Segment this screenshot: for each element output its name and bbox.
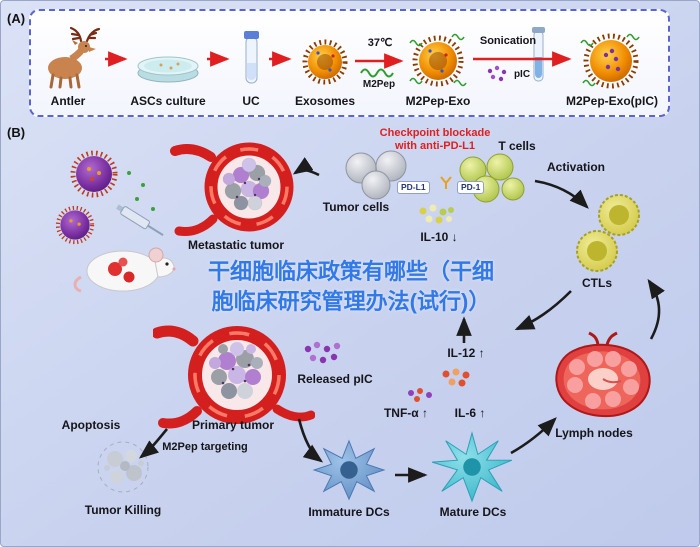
il12-label: IL-12 ↑ (447, 346, 485, 360)
panel-a-tag: (A) (7, 11, 26, 26)
temp-label: 37℃ (367, 37, 393, 49)
mature-dc-illustration (431, 431, 513, 503)
m2pep-peptide-icon (360, 68, 394, 78)
m2pep-exo-particle-icon (55, 205, 95, 245)
m2pep-exo-icon (409, 33, 467, 87)
exosome-icon (302, 39, 348, 85)
activation-label: Activation (546, 160, 605, 174)
pic-dots-icon (487, 65, 507, 82)
m2pep-exo-pic-icon (580, 33, 640, 89)
checkpoint-blockade-label: Checkpoint blockade with anti-PD-L1 (379, 127, 491, 152)
mature-dcs-label: Mature DCs (439, 505, 507, 519)
sonication-tube-icon (532, 27, 545, 82)
lymph-nodes-label: Lymph nodes (555, 426, 633, 440)
antibody-icon (440, 176, 452, 189)
lymph-node-illustration (555, 331, 651, 418)
tnf-label: TNF-α ↑ (383, 406, 429, 420)
il10-cytokine-dots-icon (419, 204, 454, 224)
t-cells-illustration (459, 153, 525, 203)
pd-l1-badge: PD-L1 (397, 181, 430, 195)
apoptotic-cell-illustration (97, 441, 149, 493)
immature-dc-illustration (312, 439, 386, 501)
il10-down-arrow: ↓ (451, 230, 458, 244)
primary-tumor-label: Primary tumor (191, 418, 275, 432)
step-label-m2pep-exo: M2Pep-Exo (405, 94, 471, 108)
petri-dish-icon (137, 56, 199, 83)
released-pic-label: Released pIC (297, 372, 373, 386)
m2pep-exo-particle-icon (70, 150, 118, 198)
watermark-text: 干细胞临床政策有哪些（干细 胞临床研究管理办法(试行)） (207, 259, 494, 314)
metastatic-tumor-illustration (170, 142, 294, 236)
t-cells-label: T cells (498, 139, 536, 153)
m2pep-targeting-label: M2Pep targeting (162, 441, 248, 453)
cytokine-dots-icon (408, 388, 432, 402)
il10-label: IL-10 ↓ (420, 230, 458, 244)
il12-cytokine-dots-icon (442, 368, 470, 387)
step-label-uc: UC (242, 94, 260, 108)
tnf-up-arrow: ↑ (422, 406, 429, 420)
step-label-antler: Antler (50, 94, 86, 108)
ctls-label: CTLs (582, 276, 612, 290)
sonication-label: Sonication (479, 35, 537, 47)
il6-label: IL-6 ↑ (454, 406, 486, 420)
tumor-cells-label: Tumor cells (322, 200, 390, 214)
tumor-cells-illustration (345, 150, 407, 200)
panel-b-tag: (B) (7, 125, 26, 140)
released-pic-dots-icon (304, 341, 341, 364)
syringe-icon (115, 204, 164, 236)
apoptosis-label: Apoptosis (61, 418, 121, 432)
metastatic-tumor-label: Metastatic tumor (187, 238, 285, 252)
pd-1-badge: PD-1 (457, 181, 485, 195)
step-label-ascs: ASCs culture (130, 94, 206, 108)
immature-dcs-label: Immature DCs (308, 505, 390, 519)
mouse-illustration (73, 247, 176, 293)
step-label-m2pep-exo-pic: M2Pep-Exo(pIC) (565, 94, 658, 108)
il6-up-arrow: ↑ (479, 406, 486, 420)
il12-up-arrow: ↑ (478, 346, 485, 360)
pic-label: pIC (513, 69, 531, 80)
tumor-killing-label: Tumor Killing (84, 503, 162, 517)
step-label-exosomes: Exosomes (294, 94, 356, 108)
primary-tumor-illustration (153, 325, 315, 429)
m2pep-label: M2Pep (362, 79, 396, 90)
ctls-illustration (576, 194, 640, 272)
arrow-ctls-to-tumor (514, 290, 572, 331)
centrifuge-tube-icon (244, 31, 259, 84)
antler-deer-icon (48, 26, 101, 89)
